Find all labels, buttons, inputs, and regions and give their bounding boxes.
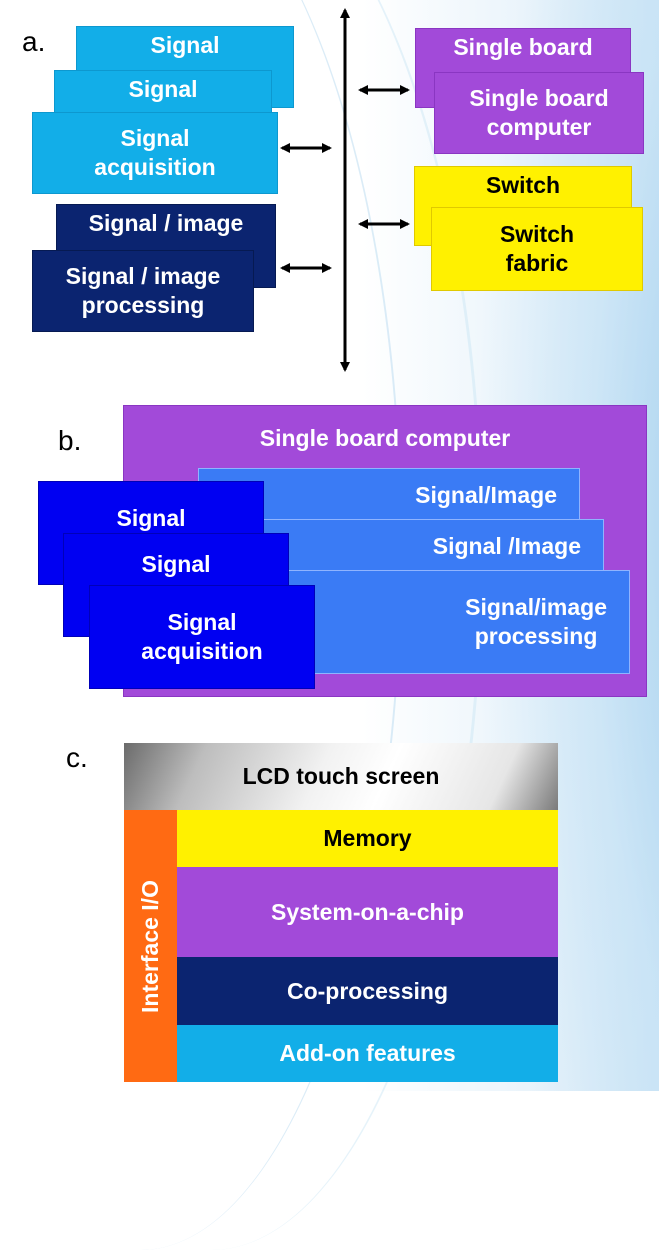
sbc-container-label: Single board computer — [259, 425, 511, 451]
signal-card-mid-label: Signal — [128, 76, 198, 102]
sbc-card: Single board computer — [434, 72, 644, 154]
image-card-back-label: Signal/Image — [415, 482, 557, 508]
signal-b-back-label: Signal — [116, 505, 186, 531]
memory-label: Memory — [323, 825, 412, 851]
signal-card-back-label: Signal — [150, 32, 220, 58]
processing-card-back-label: Signal / image — [88, 210, 244, 236]
lcd-touch-screen-layer: LCD touch screen — [124, 743, 558, 810]
add-on-features-label: Add-on features — [279, 1040, 456, 1066]
signal-acquisition-b: Signal acquisition — [89, 585, 315, 689]
switch-fabric-card: Switch fabric — [431, 207, 643, 291]
system-on-chip-layer: System-on-a-chip — [177, 867, 558, 957]
label-c: c. — [66, 742, 88, 773]
switch-fabric-label: Switch fabric — [499, 221, 575, 276]
interface-io-label: Interface I/O — [137, 879, 163, 1013]
image-card-mid-label: Signal /Image — [432, 533, 581, 559]
processing-card-label: Signal / image processing — [65, 263, 221, 318]
signal-acquisition-b-label: Signal acquisition — [141, 609, 263, 664]
switch-card-back: Switch — [414, 166, 632, 246]
lcd-touch-screen-label: LCD touch screen — [242, 763, 440, 789]
sbc-card-back-label: Single board — [453, 34, 593, 60]
sbc-card-label: Single board computer — [469, 85, 609, 140]
signal-b-mid-label: Signal — [141, 551, 211, 577]
image-processing-label: Signal/image processing — [465, 594, 607, 649]
co-processing-layer: Co-processing — [177, 957, 558, 1025]
system-on-chip-label: System-on-a-chip — [271, 898, 464, 925]
memory-layer: Memory — [177, 810, 558, 867]
signal-acquisition-card: Signal acquisition — [32, 112, 278, 194]
processing-card: Signal / image processing — [32, 250, 254, 332]
co-processing-label: Co-processing — [286, 977, 449, 1004]
bus-arrows-a — [280, 7, 410, 372]
label-a: a. — [22, 26, 46, 57]
interface-io-layer: Interface I/O — [124, 810, 177, 1082]
signal-acquisition-label: Signal acquisition — [94, 125, 216, 180]
add-on-features-layer: Add-on features — [177, 1025, 558, 1082]
switch-card-back-label: Switch — [485, 172, 561, 198]
label-b: b. — [58, 425, 82, 456]
